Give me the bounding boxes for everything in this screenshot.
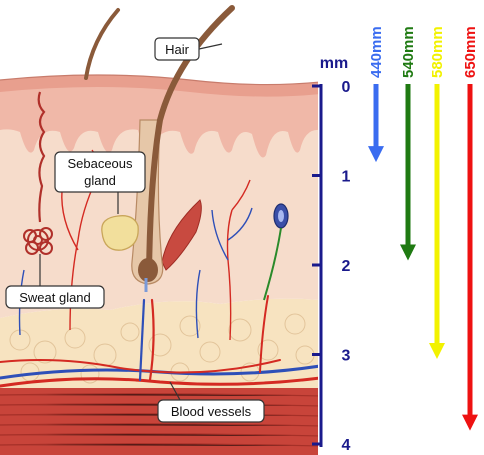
arrector-pili-muscle [161, 199, 202, 271]
arrow-head [462, 414, 478, 431]
background-hair [84, 8, 120, 80]
wavelength-arrow-650mm: 650mm [462, 26, 479, 431]
wavelength-label: 440mm [368, 26, 385, 78]
arrow-head [400, 244, 416, 261]
arrow-head [429, 342, 445, 359]
nerve-fiber [263, 227, 282, 301]
wavelength-arrow-540mm: 540mm [400, 26, 417, 261]
wavelength-label: 580mm [429, 26, 446, 78]
skin-cross-section [0, 5, 318, 455]
sebaceous-label-line2: gland [84, 173, 116, 188]
stratum-corneum [0, 75, 318, 97]
sweat-gland-callout: Sweat gland [5, 254, 105, 309]
depth-ticks: 0 1 2 3 4 [312, 79, 351, 454]
depth-tick-label-2: 2 [342, 258, 351, 275]
depth-tick-label-0: 0 [342, 79, 351, 96]
sebaceous-callout: Sebaceous gland [54, 151, 146, 214]
deep-blood-vessels [0, 295, 318, 388]
depth-tick-label-1: 1 [342, 169, 351, 186]
sweat-gland-label: Sweat gland [19, 290, 91, 305]
wavelength-label: 650mm [462, 26, 479, 78]
wavelength-arrow-580mm: 580mm [429, 26, 446, 359]
sebaceous-gland [101, 215, 139, 251]
depth-tick-label-4: 4 [342, 437, 351, 454]
sebaceous-label-line1: Sebaceous [67, 156, 133, 171]
sweat-gland-coil [23, 227, 53, 255]
hair-callout: Hair [154, 37, 223, 61]
depth-unit-label: mm [320, 55, 348, 72]
wavelength-label: 540mm [400, 26, 417, 78]
depth-scale: mm 0 1 2 3 4 [312, 55, 351, 454]
blood-vessels-callout: Blood vessels [157, 381, 265, 423]
sweat-duct [37, 91, 46, 223]
wavelength-arrow-440mm: 440mm [368, 26, 385, 163]
wavelength-arrows: 440mm 540mm 580mm 650mm [368, 26, 479, 431]
blood-vessels-label: Blood vessels [171, 404, 252, 419]
subcutaneous-layer [0, 298, 318, 388]
hair-bulb [138, 258, 158, 282]
arrow-head [368, 146, 384, 163]
depth-tick-label-3: 3 [342, 348, 351, 365]
hair-label: Hair [165, 42, 190, 57]
hair-shaft [146, 5, 235, 279]
